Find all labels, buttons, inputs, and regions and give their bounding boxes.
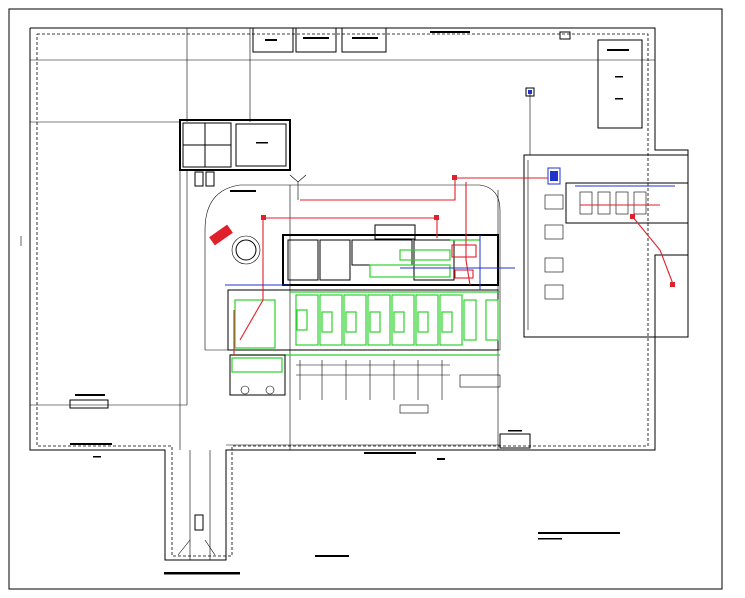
tag <box>615 76 623 78</box>
main-building <box>282 234 499 286</box>
room <box>351 239 413 266</box>
tag <box>265 39 277 41</box>
gate-room-2 <box>235 123 287 167</box>
annex-building <box>565 182 689 224</box>
blue-unit <box>547 167 561 185</box>
plant-site-outline <box>204 184 501 351</box>
property-boundary <box>29 27 689 561</box>
room <box>287 239 319 281</box>
lower-left-equipment <box>229 354 286 396</box>
tag <box>303 37 329 39</box>
room <box>319 239 351 281</box>
tag <box>364 452 416 454</box>
small-shed <box>499 433 531 449</box>
warning-sign <box>209 224 233 246</box>
tag <box>352 37 378 39</box>
blue-unit-fill <box>550 171 558 181</box>
tag <box>256 142 268 144</box>
tag <box>538 538 562 540</box>
tag <box>75 394 105 396</box>
north-marker-fill <box>528 90 532 94</box>
tag <box>437 458 445 460</box>
vehicle <box>194 171 204 187</box>
room <box>374 224 416 240</box>
tag <box>430 31 470 33</box>
vehicle <box>194 514 204 531</box>
tag <box>164 572 240 575</box>
process-bays <box>227 239 500 356</box>
vehicle <box>205 171 215 187</box>
gate-building <box>179 119 291 171</box>
top-building-3 <box>341 27 387 53</box>
top-building-2 <box>295 27 337 53</box>
tag <box>315 555 349 557</box>
tag <box>615 98 623 100</box>
red-routes <box>233 175 675 355</box>
tag <box>538 532 620 534</box>
annex-equipment <box>527 160 647 330</box>
top-right-enclosure <box>597 39 643 129</box>
storage-tank <box>235 239 257 261</box>
north-marker <box>525 87 535 97</box>
top-building-1 <box>252 27 294 53</box>
right-annex-boundary <box>523 154 689 338</box>
drawing-frame <box>8 8 723 590</box>
tag <box>93 456 101 458</box>
tag <box>508 430 522 432</box>
gate-swing <box>177 539 216 556</box>
small-structure <box>559 31 571 40</box>
tag <box>607 49 629 51</box>
north-arrow <box>289 174 307 183</box>
tag <box>70 443 112 445</box>
tag <box>230 190 256 192</box>
gate-barrier <box>69 399 109 409</box>
blue-routes <box>225 235 515 290</box>
tank-bund <box>231 235 261 265</box>
outfall-pipes <box>296 360 501 414</box>
